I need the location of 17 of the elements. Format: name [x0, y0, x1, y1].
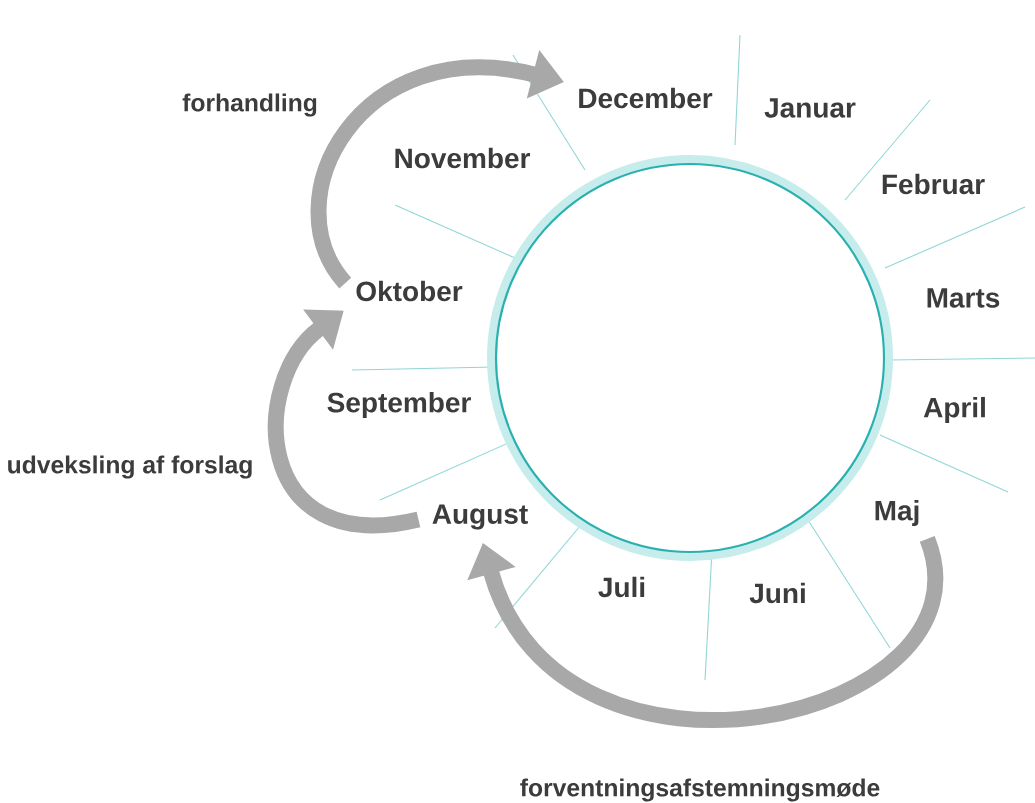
curved-arrow [268, 309, 420, 534]
edge-label: udveksling af forslag [8, 455, 252, 479]
month-label: Maj [875, 499, 919, 527]
curved-arrow [467, 537, 943, 728]
month-label: November [395, 147, 531, 169]
month-label: Marts [927, 288, 1000, 308]
month-label: Oktober [356, 280, 463, 302]
month-label: April [923, 396, 985, 424]
month-label: August [432, 504, 528, 530]
month-label: Juni [749, 582, 805, 604]
edge-label: forventningsafstemningsmøde [520, 778, 880, 802]
month-label: Januar [764, 98, 856, 118]
month-label: Februar [882, 173, 985, 195]
month-label: September [327, 391, 471, 419]
month-label: Juli [598, 576, 645, 598]
month-label: December [579, 87, 713, 109]
edge-label: forhandling [182, 93, 317, 117]
